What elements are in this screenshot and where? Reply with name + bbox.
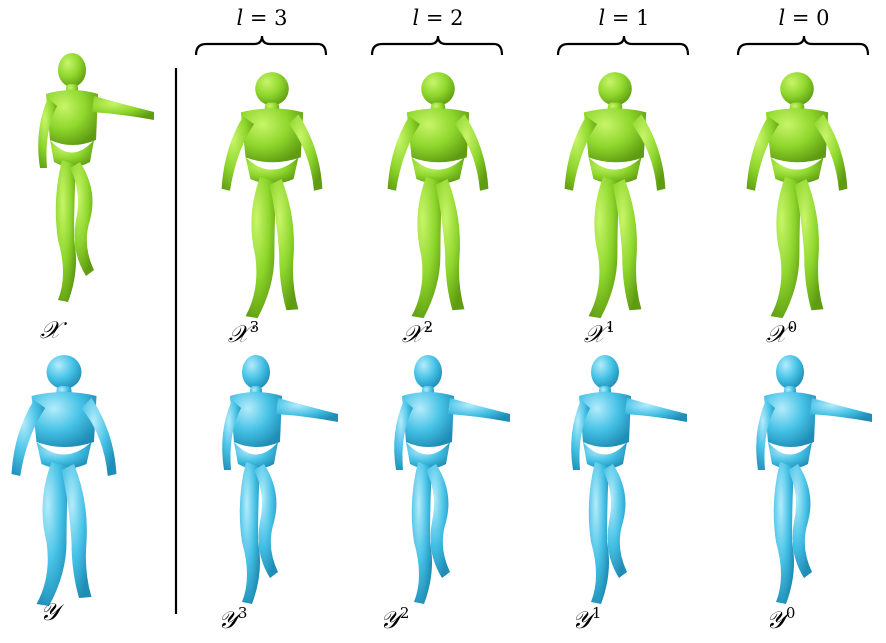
source-shape-input <box>38 53 155 302</box>
level-label-1: l = 1 <box>598 6 650 30</box>
target-label-l3: 𝒴3 <box>218 604 248 634</box>
source-label-l2: 𝒳2 <box>402 318 434 348</box>
source-label: 𝒳 <box>40 316 61 344</box>
brace-l2 <box>370 35 504 56</box>
target-shape-l2 <box>394 355 510 604</box>
target-shape-l1 <box>571 355 687 604</box>
source-shape-row <box>38 53 848 319</box>
brace-l3 <box>194 35 328 56</box>
target-label-l1: 𝒴1 <box>572 604 602 634</box>
brace-l1 <box>556 35 690 56</box>
level-label-3: l = 3 <box>236 6 288 30</box>
target-label-l0: 𝒴0 <box>766 604 796 634</box>
target-label: 𝒴 <box>40 598 59 626</box>
target-shape-row <box>11 355 872 606</box>
source-shape-l0 <box>746 72 848 319</box>
source-label-l0: 𝒳0 <box>766 318 798 348</box>
source-shape-l2 <box>387 72 489 319</box>
target-shape-l3 <box>222 355 338 604</box>
target-shape-input <box>11 355 117 606</box>
level-label-0: l = 0 <box>778 6 830 30</box>
brace-l0 <box>736 35 870 56</box>
source-label-l3: 𝒳3 <box>228 318 260 348</box>
level-label-2: l = 2 <box>412 6 464 30</box>
target-shape-l0 <box>756 355 872 604</box>
source-label-l1: 𝒳1 <box>584 318 616 348</box>
target-label-l2: 𝒴2 <box>380 604 410 634</box>
source-shape-l1 <box>564 72 666 319</box>
source-shape-l3 <box>221 72 323 319</box>
